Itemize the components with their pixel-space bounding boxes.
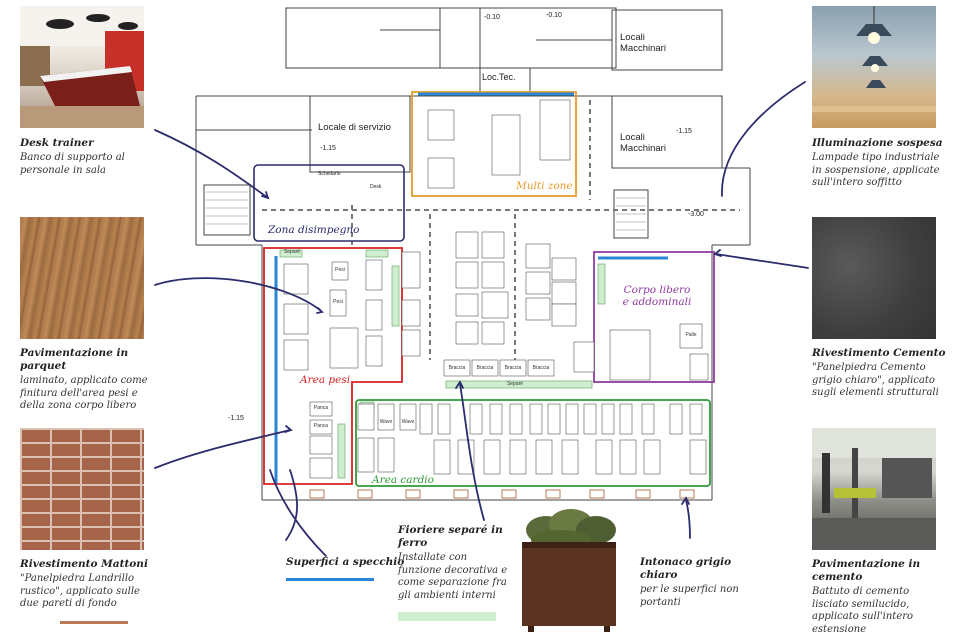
level-label: -0.10 [484,14,500,21]
industrial-lights-photo [812,6,936,128]
illuminazione-caption: Illuminazione sospesa Lampade tipo indus… [812,137,946,190]
brick-photo [20,428,144,550]
separe-label: Separé [283,249,301,255]
mattoni-caption: Rivestimento Mattoni "Panelpiedra Landri… [20,558,150,611]
desk-photo-graphic [20,6,144,128]
desk-trainer-photo [20,6,144,128]
wave-label: Wave [401,419,415,425]
caption-title: Intonaco grigio chiaro [640,556,732,582]
caption-title: Rivestimento Cemento [812,347,946,359]
pesi-label: Pesi [335,267,345,273]
parquet-caption: Pavimentazione in parquet laminato, appl… [20,347,150,413]
caption-title: Pavimentazione in cemento [812,558,921,584]
caption-desc: laminato, applicato come finitura dell'a… [20,375,148,412]
level-label: -1.15 [228,415,244,422]
braccia-label: Braccia [532,365,550,371]
caption-desc: Lampade tipo industriale in sospensione,… [812,152,940,189]
level-label: -0.10 [546,12,562,19]
room-locali-macchinari-1: Locali Macchinari [620,32,666,54]
lights-graphic [812,6,936,112]
planter-graphic [522,509,616,632]
cemento-caption: Rivestimento Cemento "Panelpiedra Cement… [812,347,946,400]
desk-label: Desk [370,184,382,190]
callout-arrows [154,81,809,557]
brick-columns [309,489,695,499]
zone-disimpegno-label: Zona disimpegno [268,224,360,236]
caption-title: Superfici a specchio [286,556,405,568]
caption-desc: Installate con funzione decorativa e com… [398,552,508,601]
plan-walls [195,7,751,501]
mirror-swatch [286,578,374,581]
separe-label: Separé [506,381,524,387]
cement-floor-photo [812,428,936,550]
caption-desc: Battuto di cemento lisciato semilucido, … [812,586,914,635]
level-label: -1.15 [320,145,336,152]
level-label: -1.15 [676,128,692,135]
pavcemento-caption: Pavimentazione in cemento Battuto di cem… [812,558,946,636]
braccia-label: Braccia [476,365,494,371]
braccia-label: Braccia [504,365,522,371]
caption-title: Rivestimento Mattoni [20,558,148,570]
planters [279,249,606,479]
panca-label: Panca [313,405,329,411]
level-label: -3.00 [688,211,704,218]
intonaco-caption: Intonaco grigio chiaro per le superfici … [640,556,770,609]
room-loc-tec: Loc.Tec. [482,72,516,82]
brick-swatch [60,621,128,624]
gym-graphic [812,428,936,550]
desk-trainer-caption: Desk trainer Banco di supporto al person… [20,137,148,177]
cement-wall-photo [812,217,936,339]
zone-corpo-libero-label: Corpo libero e addominali [622,284,692,308]
panca-label: Panca [313,423,329,429]
planter-photo [516,508,622,632]
room-locale-servizio: Locale di servizio [318,122,391,133]
caption-desc: per le superfici non portanti [640,584,739,608]
zone-cardio-label: Area cardio [372,474,434,486]
caption-title: Illuminazione sospesa [812,137,943,149]
caption-desc: Banco di supporto al personale in sala [20,152,125,176]
wave-label: Wave [379,419,393,425]
cardio-machines [357,403,707,475]
parquet-photo [20,217,144,339]
room-locali-macchinari-2: Locali Macchinari [620,132,666,154]
fioriere-caption: Fioriere separé in ferro Installate con … [398,524,510,602]
corpo-libero-outline [593,251,715,383]
caption-title: Pavimentazione in parquet [20,347,129,373]
caption-title: Fioriere separé in ferro [398,524,503,550]
zone-pesi-label: Area pesi [300,374,351,386]
planter-swatch [398,612,496,621]
superfici-caption: Superfici a specchio [286,556,406,571]
braccia-label: Braccia [448,365,466,371]
caption-desc: "Panelpiedra Landrillo rustico", applica… [20,573,140,610]
zone-multi-label: Multi zone [516,180,573,192]
caption-desc: "Panelpiedra Cemento grigio chiaro", app… [812,362,939,399]
caption-title: Desk trainer [20,137,94,149]
schedario-label: Schedario [318,171,341,177]
area-pesi-outline [263,247,403,485]
palle-label: Palle [685,332,697,338]
pesi-label: Pesi [333,299,343,305]
